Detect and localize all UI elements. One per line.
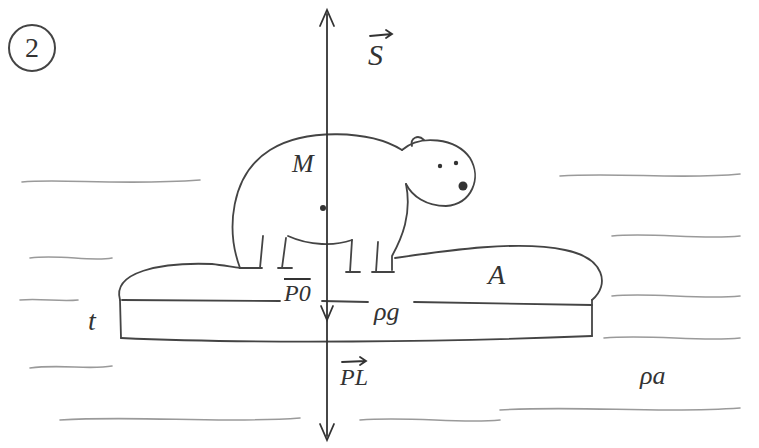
quantity-label: ρg: [374, 298, 399, 327]
bear-face: [438, 161, 468, 191]
water-lines: [20, 174, 740, 421]
force-vectors: [320, 10, 392, 440]
quantity-label: S: [368, 38, 383, 71]
ice-floe: [119, 246, 602, 342]
circled-number: 2: [8, 24, 56, 72]
quantity-label: M: [292, 150, 314, 179]
quantity-label: P0: [284, 280, 311, 306]
quantity-label: t: [88, 306, 96, 337]
quantity-label: ρa: [640, 362, 665, 391]
quantity-label: A: [488, 260, 505, 291]
polar-bear: [233, 134, 475, 272]
mass-point: [320, 205, 326, 211]
node-text: 2: [25, 33, 39, 64]
quantity-label: PL: [340, 364, 368, 390]
